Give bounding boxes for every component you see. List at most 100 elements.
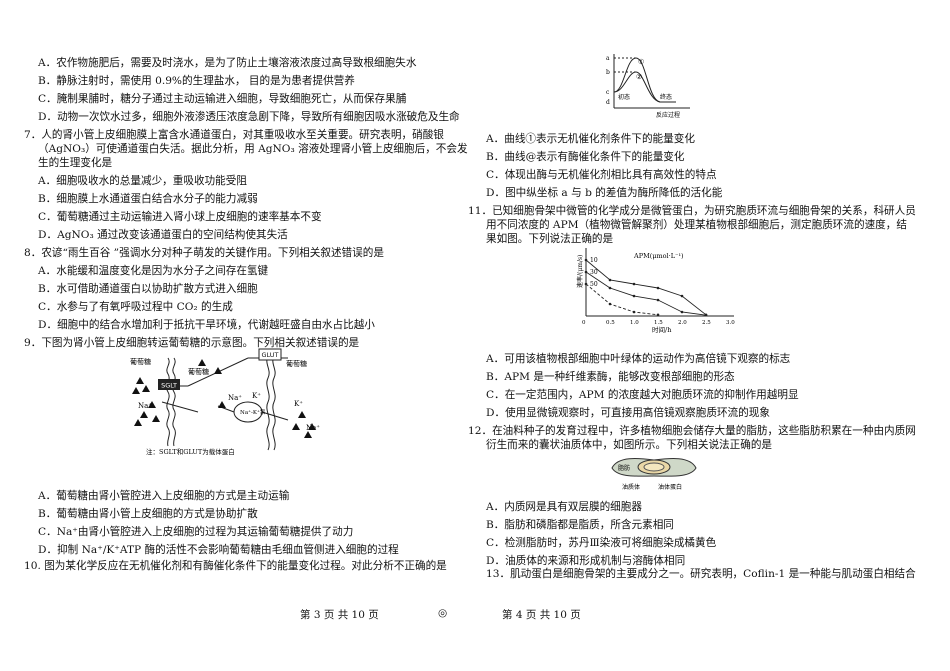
x-tick-label: 2.5 (702, 320, 711, 326)
q7-option-c: C．葡萄糖通过主动运输进入肾小球上皮细胞的速率基本不变 (38, 211, 322, 223)
q8-option-b: B．水可借助通道蛋白以协助扩散方式进入细胞 (38, 283, 258, 295)
series-point-10 (656, 286, 660, 290)
q11-option-d: D．使用显微镜观察时，可直接用高倍镜观察胞质环流的现象 (486, 407, 770, 419)
chart-ylabel: 速率/(μm/s) (576, 255, 584, 288)
q9-glucose-transport-figure: SGLT GLUT 葡萄糖 葡萄糖 葡萄糖 Na⁺ Na⁺ K⁺ K⁺ Na⁺ … (130, 348, 320, 456)
q6-option-b: B．静脉注射时，需使用 0.9%的生理盐水， 目的是为患者提供营养 (38, 75, 355, 87)
chart-xlabel: 时间/h (652, 325, 671, 334)
q10-stem: 10. 图为某化学反应在无机催化剂和有酶催化条件下的能量变化过程。对此分析不正确… (24, 560, 447, 572)
k-label-mid: K⁺ (252, 392, 261, 400)
label-a: a (606, 55, 610, 62)
label-b: b (606, 69, 610, 76)
series-point-50 (656, 313, 660, 317)
q13-stem: 13．肌动蛋白是细胞骨架的主要成分之一。研究表明，Coflin-1 是一种能与肌… (486, 568, 916, 580)
series-label-50: 50 (590, 281, 598, 288)
q9-option-b: B．葡萄糖由肾小管上皮细胞的方式是协助扩散 (38, 508, 258, 520)
initial-state-label: 初态 (618, 93, 630, 101)
series-line-10 (585, 259, 707, 316)
q7-option-d: D．AgNO₃ 通过改变该通道蛋白的空间结构使其失活 (38, 229, 288, 241)
series-point-30 (656, 298, 660, 302)
q12-option-a: A．内质网是具有双层膜的细胞器 (486, 501, 642, 513)
q6-option-d: D．动物一次饮水过多，细胞外液渗透压浓度急剧下降，导致所有细胞因吸水涨破危及生命 (38, 111, 460, 123)
series-point-10 (608, 278, 612, 282)
q9-option-c: C．Na⁺由肾小管腔进入上皮细胞的过程为其运输葡萄糖提供了动力 (38, 526, 354, 538)
q6-option-a: A．农作物施肥后，需要及时浇水，是为了防止土壤溶液浓度过高导致根细胞失水 (38, 57, 417, 69)
reaction-process-label: 反应过程 (656, 111, 680, 119)
sglt-label: SGLT (161, 382, 177, 390)
q9-option-d: D．抑制 Na⁺/K⁺ATP 酶的活性不会影响葡萄糖由毛细血管侧进入细胞的过程 (38, 544, 399, 556)
series-point-10 (632, 282, 636, 286)
series-point-50 (584, 282, 588, 286)
series-point-30 (680, 310, 684, 314)
na-arrow-in (161, 401, 199, 413)
series-point-30 (584, 270, 588, 274)
k-label-right: K⁺ (294, 400, 303, 408)
x-tick-label: 1.0 (630, 320, 639, 326)
na-label-left: Na⁺ (138, 402, 152, 410)
series-line-50 (585, 283, 659, 316)
series-point-30 (704, 313, 708, 317)
series-point-10 (584, 258, 588, 262)
q8-option-a: A．水能缓和温度变化是因为水分子之间存在氢键 (38, 265, 269, 277)
curve-2-label: ② (636, 73, 642, 81)
q9-option-a: A．葡萄糖由肾小管腔进入上皮细胞的方式是主动运输 (38, 490, 290, 502)
q11-stem-line1: 11．已知细胞骨架中微管的化学成分是微管蛋白，为研究胞质环流与细胞骨架的关系，科… (468, 205, 916, 217)
pump-label: Na⁺-K⁺泵 (240, 409, 266, 416)
na-label-mid: Na⁺ (228, 394, 242, 402)
q12-stem-line1: 12．在油料种子的发育过程中，许多植物细胞会储存大量的脂肪，这些脂肪积累在一种由… (468, 425, 916, 437)
fat-label: 脂肪 (618, 464, 630, 472)
sglt-box (158, 379, 180, 390)
series-point-30 (608, 286, 612, 290)
fat-core (643, 462, 665, 472)
q7-option-a: A．细胞吸收水的总量减少，重吸收功能受阻 (38, 175, 247, 187)
q10-option-c: C．体现出酶与无机催化剂相比具有高效性的特点 (486, 169, 717, 181)
center-mark: ◎ (438, 607, 448, 619)
page-number-left: 第 3 页 共 10 页 (300, 609, 379, 621)
series-label-30: 30 (590, 269, 598, 276)
cell-membrane-left-inner (172, 357, 176, 447)
q7-option-b: B．细胞膜上水通道蛋白结合水分子的能力减弱 (38, 193, 258, 205)
curve-1 (613, 57, 676, 103)
series-point-30 (632, 294, 636, 298)
q10-energy-figure: a b c d ① ② 初态 终态 反应过程 (606, 54, 690, 119)
x-tick-label: 0 (582, 320, 586, 326)
x-tick-label: 3.0 (726, 320, 735, 326)
q9-figure-note: 注：SGLT和GLUT为载体蛋白 (146, 447, 235, 456)
q10-option-b: B．曲线@表示有酶催化条件下的能量变化 (486, 151, 685, 163)
series-label-10: 10 (590, 257, 598, 264)
q11-stem-line3: 果如图。下列说法正确的是 (486, 233, 614, 245)
x-tick-label: 1.5 (654, 320, 663, 326)
q11-option-c: C．在一定范围内，APM 的浓度越大对胞质环流的抑制作用越明显 (486, 389, 799, 401)
q6-option-c: C．腌制果脯时，糖分子通过主动运输进入细胞，导致细胞死亡，从而保存果脯 (38, 93, 407, 105)
chart-title: APM(μmol·L⁻¹) (633, 252, 684, 260)
q10-option-a: A．曲线①表示无机催化剂条件下的能量变化 (486, 133, 695, 145)
q8-stem: 8．农谚“雨生百谷 ”强调水分对种子萌发的关键作用。下列相关叙述错误的是 (24, 247, 384, 259)
q8-option-d: D．细胞中的结合水增加利于抵抗干旱环境，代谢越旺盛自由水占比越小 (38, 319, 375, 331)
curve-1-label: ① (638, 58, 644, 66)
q12-oil-body-figure: 脂肪 油质体 油体蛋白 (611, 457, 697, 491)
q12-option-d: D．油质体的来源和形成机制与溶酶体相同 (486, 555, 686, 567)
series-point-50 (608, 302, 612, 306)
glucose-mid-label: 葡萄糖 (188, 367, 209, 376)
glut-box (258, 348, 282, 361)
q12-stem-line2: 衍生而来的囊状油质体中，如图所示。下列相关说法正确的是 (486, 439, 773, 451)
q11-stem-line2: 用不同浓度的 APM（植物微管解聚剂）处理某植物根部细胞后，测定胞质环流的速度，… (486, 219, 907, 231)
q7-stem-line2: （AgNO₃）可使通道蛋白失活。据此分析，用 AgNO₃ 溶液处理肾小管上皮细胞… (38, 143, 468, 155)
glucose-right-label: 葡萄糖 (286, 359, 307, 368)
q9-stem: 9．下图为肾小管上皮细胞转运葡萄糖的示意图。下列相关叙述错误的是 (24, 337, 360, 349)
q12-option-b: B．脂肪和磷脂都是脂质，所含元素相同 (486, 519, 674, 531)
label-c: c (606, 89, 610, 96)
q11-option-b: B．APM 是一种纤维素酶，能够改变根部细胞的形态 (486, 371, 735, 383)
molecule-triangles (132, 359, 316, 438)
cell-membrane-right (266, 355, 270, 451)
q8-option-c: C．水参与了有氧呼吸过程中 CO₂ 的生成 (38, 301, 233, 313)
x-tick-label: 2.0 (678, 320, 687, 326)
page-number-right: 第 4 页 共 10 页 (502, 609, 581, 621)
glut-label: GLUT (261, 351, 278, 359)
oleosin-label: 油体蛋白 (658, 483, 682, 491)
q10-option-d: D．图中纵坐标 a 与 b 的差值为酶所降低的活化能 (486, 187, 723, 199)
series-point-50 (632, 310, 636, 314)
label-d: d (606, 99, 610, 106)
cell-membrane-left (166, 357, 170, 447)
